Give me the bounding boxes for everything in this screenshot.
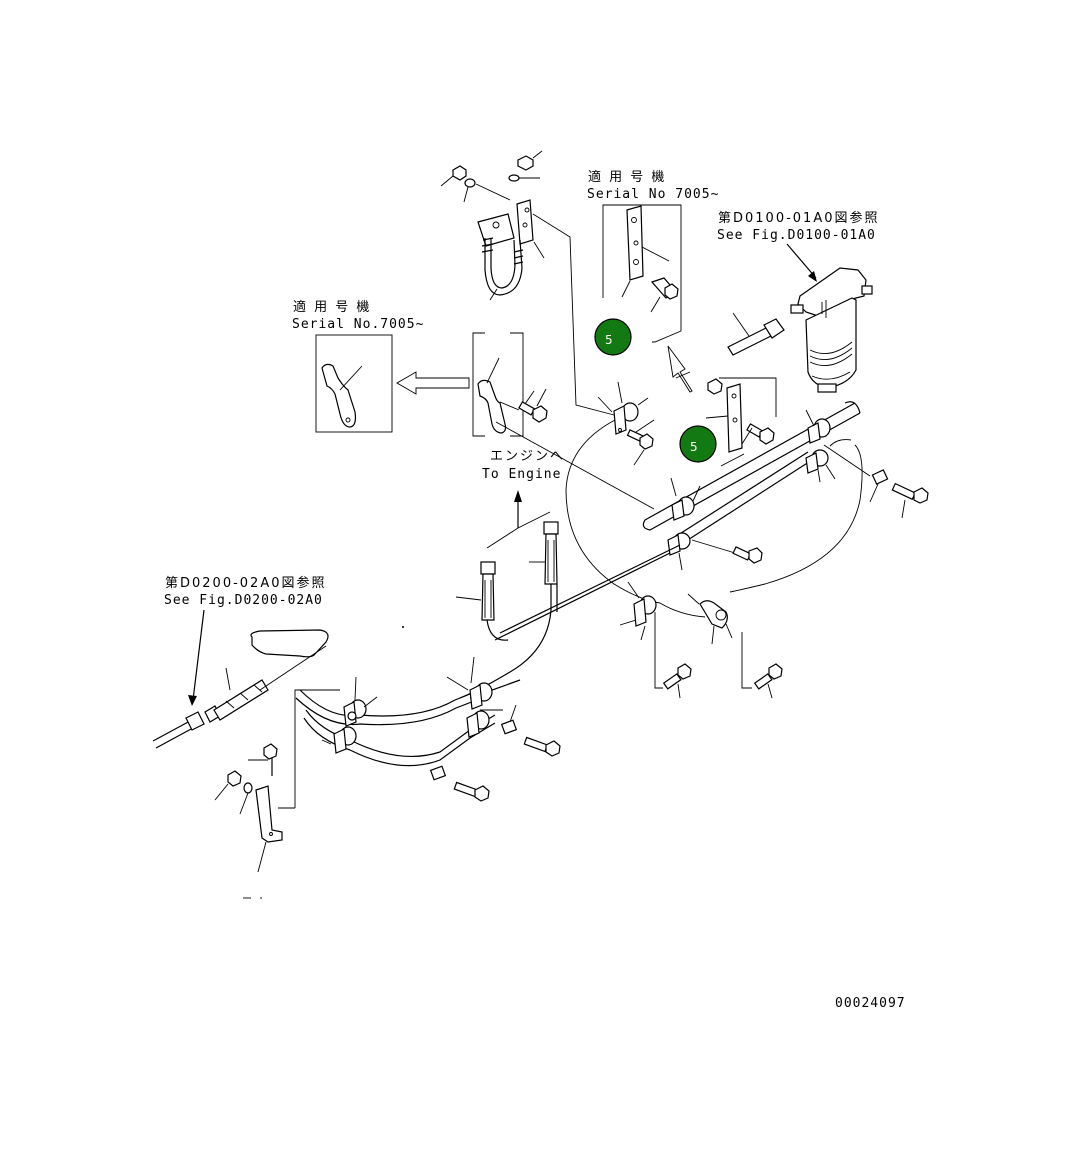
to-engine: エンジンへ To Engine [482, 449, 565, 549]
serial-top-en: Serial No 7005~ [587, 187, 719, 202]
top-bracket-assembly [440, 150, 615, 416]
callout-2[interactable]: 5 [679, 425, 717, 463]
callout-1[interactable]: 5 [594, 318, 632, 356]
serial-left-jp: 適 用 号 機 [293, 299, 371, 315]
arrow-up-indicator [667, 345, 693, 393]
drawing-number: 00024097 [835, 996, 906, 1011]
fuel-filter: 第D0100-01A0図参照 See Fig.D0100-01A0 [717, 210, 880, 393]
bracket-inset-right [705, 377, 777, 467]
fig-ref-left-jp: 第D0200-02A0図参照 [165, 575, 327, 591]
clamp-upper-left [597, 381, 655, 466]
left-lower-assembly: 第D0200-02A0図参照 See Fig.D0200-02A0 [152, 575, 561, 899]
callout-1-text: 5 [605, 333, 613, 347]
engine-en: To Engine [482, 467, 561, 482]
serial-left-en: Serial No.7005~ [292, 317, 424, 332]
serial-inset-top: 適 用 号 機 Serial No 7005~ [587, 169, 719, 343]
engine-jp: エンジンへ [490, 449, 565, 464]
bracket-inset-middle [472, 332, 655, 510]
hose-to-filter [675, 312, 785, 395]
loop-hose [565, 419, 863, 618]
serial-top-jp: 適 用 号 機 [588, 169, 666, 185]
vertical-hoses [455, 521, 559, 699]
main-pipes-upper [642, 401, 929, 571]
serial-inset-left: 適 用 号 機 Serial No.7005~ [292, 299, 424, 433]
fig-ref-right-en: See Fig.D0100-01A0 [717, 228, 876, 243]
fig-ref-left-en: See Fig.D0200-02A0 [164, 593, 323, 608]
callout-2-text: 5 [690, 440, 698, 454]
fig-ref-right-jp: 第D0100-01A0図参照 [718, 210, 880, 226]
clamps-lower-middle [619, 581, 783, 699]
arrow-left-indicator [396, 371, 470, 395]
pipe-lower-diagonal [494, 544, 681, 641]
